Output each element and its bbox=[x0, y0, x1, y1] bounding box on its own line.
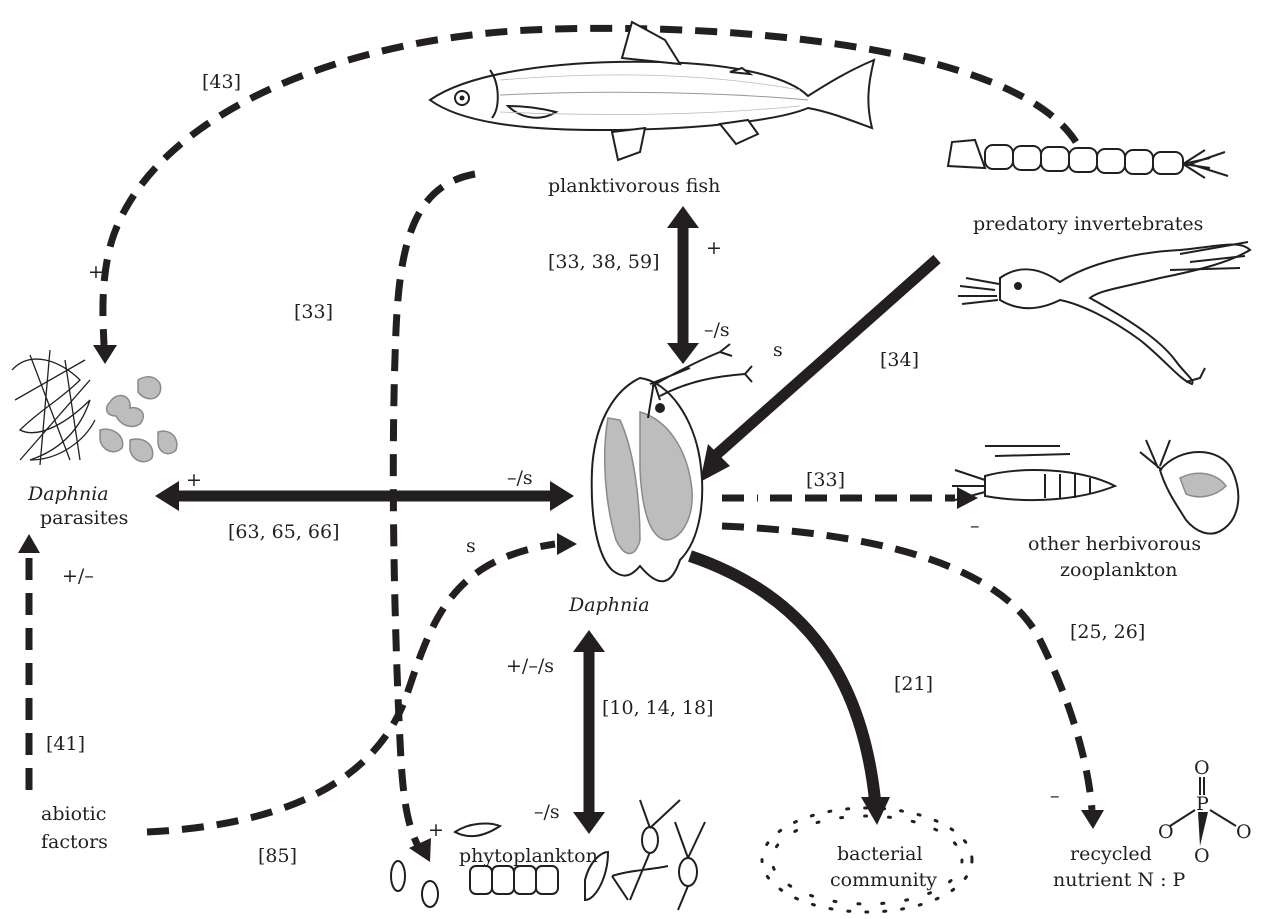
sign-phyto-minus-s: –/s bbox=[534, 801, 560, 823]
ref-10-14-18: [10, 14, 18] bbox=[602, 697, 714, 719]
predatory-invertebrate-chaoborus bbox=[958, 241, 1252, 386]
arrowhead-parasites-top bbox=[93, 345, 117, 364]
label-parasites: parasites bbox=[40, 507, 128, 529]
label-herbivores-line2: zooplankton bbox=[1060, 559, 1178, 581]
ref-33-38-59: [33, 38, 59] bbox=[548, 251, 660, 273]
sign-parasite-top-plus: + bbox=[88, 261, 104, 283]
sign-abiotic-plus-minus: +/– bbox=[62, 565, 94, 587]
ref-21: [21] bbox=[894, 673, 933, 695]
ref-85: [85] bbox=[258, 845, 297, 867]
label-nutrient-line2: nutrient N : P bbox=[1053, 869, 1186, 891]
ref-33-left: [33] bbox=[294, 301, 333, 323]
fish-illustration bbox=[428, 20, 876, 162]
phosphate-o-top: O bbox=[1194, 757, 1210, 779]
arrowhead-daphnia-top bbox=[667, 343, 699, 364]
daphnia-illustration bbox=[590, 343, 753, 583]
sign-fish-plus: + bbox=[706, 237, 722, 259]
sign-phyto-plus-minus-s: +/–/s bbox=[506, 655, 554, 677]
link-daphnia-bacteria bbox=[688, 550, 881, 801]
label-parasites-daphnia: Daphnia bbox=[27, 483, 109, 505]
sign-nutrient-minus: – bbox=[1050, 785, 1060, 807]
ref-25-26: [25, 26] bbox=[1070, 621, 1145, 643]
sign-phyto-plus: + bbox=[428, 819, 444, 841]
predatory-invertebrate-larva bbox=[946, 138, 1229, 179]
arrowhead-daphnia-bottom bbox=[573, 630, 605, 652]
sign-parasite-minus-s: –/s bbox=[507, 467, 533, 489]
phosphate-o-right: O bbox=[1236, 821, 1252, 843]
link-fish-to-phytoplankton bbox=[389, 170, 476, 848]
ref-34: [34] bbox=[880, 349, 919, 371]
label-herbivores-line1: other herbivorous bbox=[1028, 533, 1201, 555]
ref-63-65-66: [63, 65, 66] bbox=[228, 521, 340, 543]
label-bacteria-line2: community bbox=[830, 869, 937, 891]
phosphate-p: P bbox=[1196, 793, 1209, 815]
phosphate-o-bottom: O bbox=[1194, 845, 1210, 867]
link-daphnia-to-nutrient bbox=[721, 522, 1096, 811]
arrowhead-herbivores bbox=[957, 487, 978, 509]
label-abiotic-line1: abiotic bbox=[41, 803, 106, 825]
label-phytoplankton: phytoplankton bbox=[459, 845, 598, 867]
arrowhead-nutrient bbox=[1081, 810, 1104, 829]
bacteria-illustration bbox=[760, 806, 974, 914]
label-bacteria-line1: bacterial bbox=[837, 843, 923, 865]
herbivore-illustration bbox=[952, 439, 1240, 535]
sign-invertebrate-s: s bbox=[773, 339, 783, 361]
phytoplankton-illustration bbox=[390, 799, 706, 911]
arrowhead-bacteria bbox=[861, 797, 890, 825]
ref-41: [41] bbox=[46, 733, 85, 755]
sign-fish-minus-s: –/s bbox=[704, 319, 730, 341]
arrowhead-parasites-left bbox=[155, 481, 179, 511]
arrowhead-parasites-bottom bbox=[18, 534, 40, 553]
label-nutrient-line1: recycled bbox=[1070, 843, 1152, 865]
sign-herbivore-minus: – bbox=[970, 515, 980, 537]
link-invertebrates-to-parasites bbox=[99, 24, 1079, 346]
link-abiotic-to-daphnia bbox=[146, 540, 556, 836]
arrowhead-daphnia-abiotic bbox=[557, 533, 577, 555]
sign-parasite-plus: + bbox=[186, 469, 202, 491]
arrowhead-phytoplankton bbox=[573, 812, 605, 834]
arrowhead-daphnia-inv bbox=[700, 444, 730, 482]
ref-43: [43] bbox=[202, 71, 241, 93]
label-daphnia: Daphnia bbox=[568, 594, 650, 616]
arrowhead-daphnia-left bbox=[550, 481, 574, 511]
ref-33-right: [33] bbox=[806, 469, 845, 491]
label-planktivorous-fish: planktivorous fish bbox=[548, 175, 720, 197]
arrowhead-phytoplankton-left bbox=[409, 838, 431, 862]
parasite-illustration bbox=[11, 349, 178, 466]
phosphate-o-left: O bbox=[1158, 821, 1174, 843]
sign-phyto-s: s bbox=[466, 535, 476, 557]
label-abiotic-line2: factors bbox=[41, 831, 108, 853]
label-predatory-invertebrates: predatory invertebrates bbox=[973, 213, 1203, 235]
link-invertebrates-daphnia bbox=[712, 254, 941, 460]
arrowhead-fish bbox=[667, 206, 699, 228]
phosphate-molecule: P O O O O bbox=[1158, 757, 1252, 867]
